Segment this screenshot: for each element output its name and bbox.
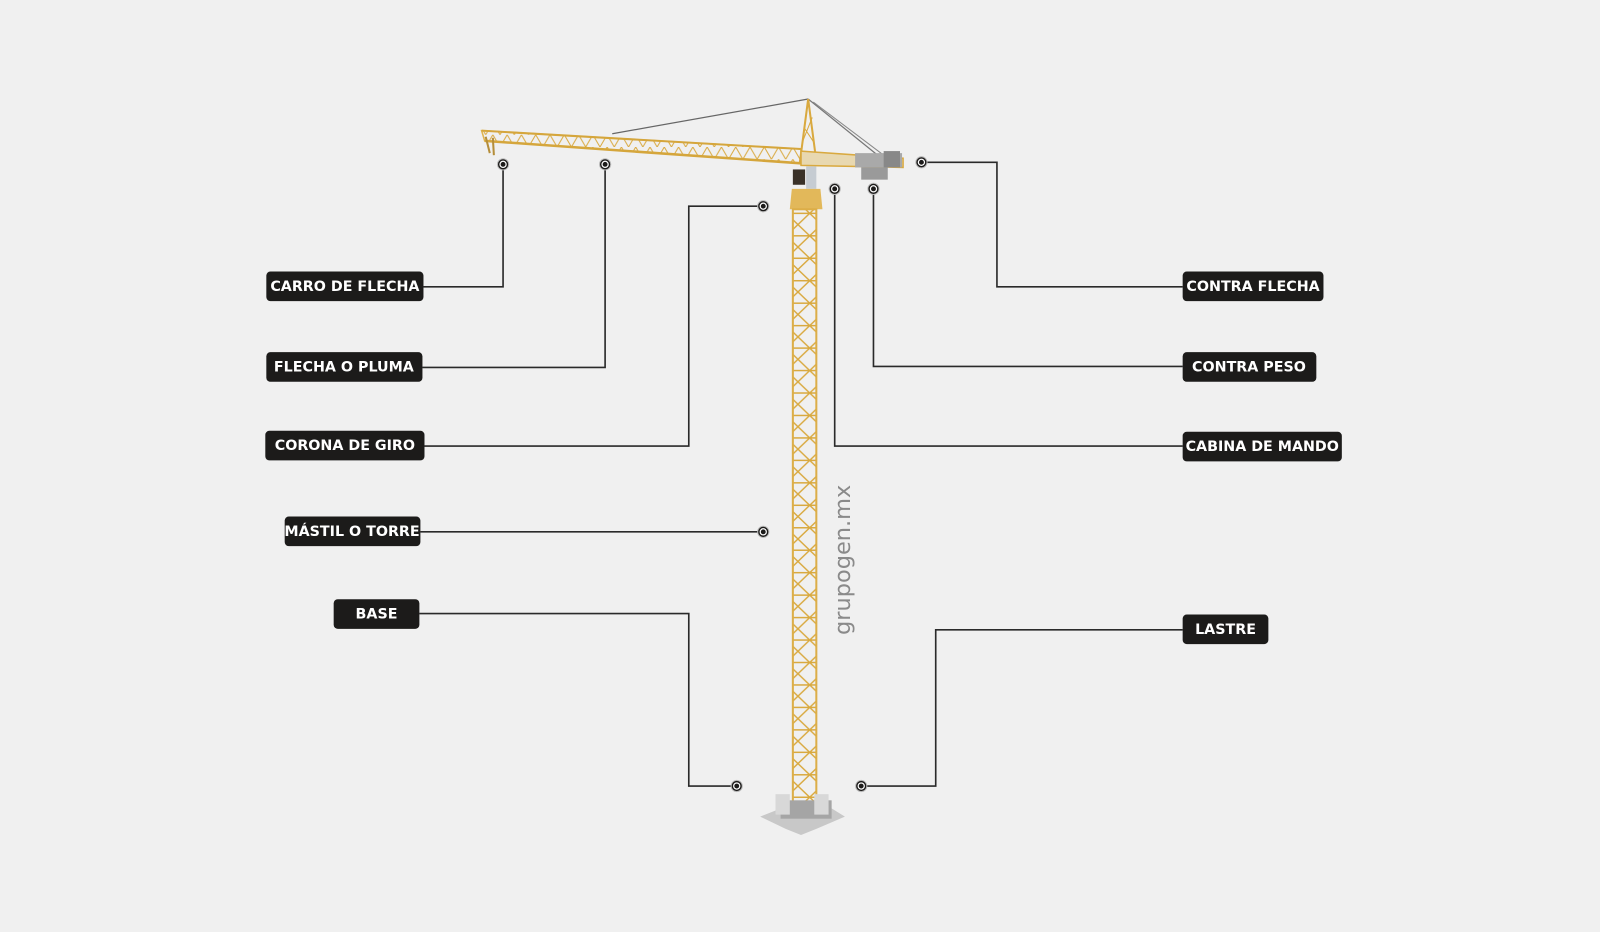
svg-text:FLECHA O PLUMA: FLECHA O PLUMA xyxy=(274,359,414,375)
svg-text:CORONA DE GIRO: CORONA DE GIRO xyxy=(275,438,415,454)
svg-text:CARRO DE FLECHA: CARRO DE FLECHA xyxy=(270,279,419,295)
callout-dots xyxy=(496,156,928,793)
watermark: grupogen.mx xyxy=(830,485,856,635)
dot-mastil xyxy=(757,525,770,538)
svg-text:CONTRA FLECHA: CONTRA FLECHA xyxy=(1186,279,1319,295)
dot-lastre xyxy=(855,779,868,793)
label-mastil-o-torre: MÁSTIL O TORRE xyxy=(284,516,421,547)
svg-text:LASTRE: LASTRE xyxy=(1195,622,1256,638)
svg-text:CONTRA PESO: CONTRA PESO xyxy=(1192,359,1306,375)
label-flecha-o-pluma: FLECHA O PLUMA xyxy=(266,352,423,382)
jib xyxy=(480,129,802,165)
dot-carro xyxy=(496,158,510,171)
svg-text:MÁSTIL O TORRE: MÁSTIL O TORRE xyxy=(284,522,419,540)
dot-corona xyxy=(757,200,770,213)
label-corona-de-giro: CORONA DE GIRO xyxy=(265,430,425,461)
label-base: BASE xyxy=(333,599,420,629)
svg-text:BASE: BASE xyxy=(356,607,398,623)
crane-illustration xyxy=(480,98,904,836)
dot-cabina xyxy=(828,182,841,195)
leader-lines xyxy=(419,161,1183,787)
dot-contra-peso xyxy=(867,182,880,195)
label-carro-de-flecha: CARRO DE FLECHA xyxy=(266,271,424,302)
svg-text:CABINA DE MANDO: CABINA DE MANDO xyxy=(1186,439,1339,455)
crane-base xyxy=(760,794,845,836)
cab xyxy=(792,169,806,185)
dot-contra-flecha xyxy=(915,156,928,169)
label-contra-flecha: CONTRA FLECHA xyxy=(1182,271,1324,302)
label-contra-peso: CONTRA PESO xyxy=(1182,352,1317,382)
dot-flecha xyxy=(598,158,612,171)
dot-base xyxy=(730,779,743,793)
label-lastre: LASTRE xyxy=(1182,614,1269,645)
label-cabina-de-mando: CABINA DE MANDO xyxy=(1182,431,1342,462)
mast xyxy=(791,208,818,808)
